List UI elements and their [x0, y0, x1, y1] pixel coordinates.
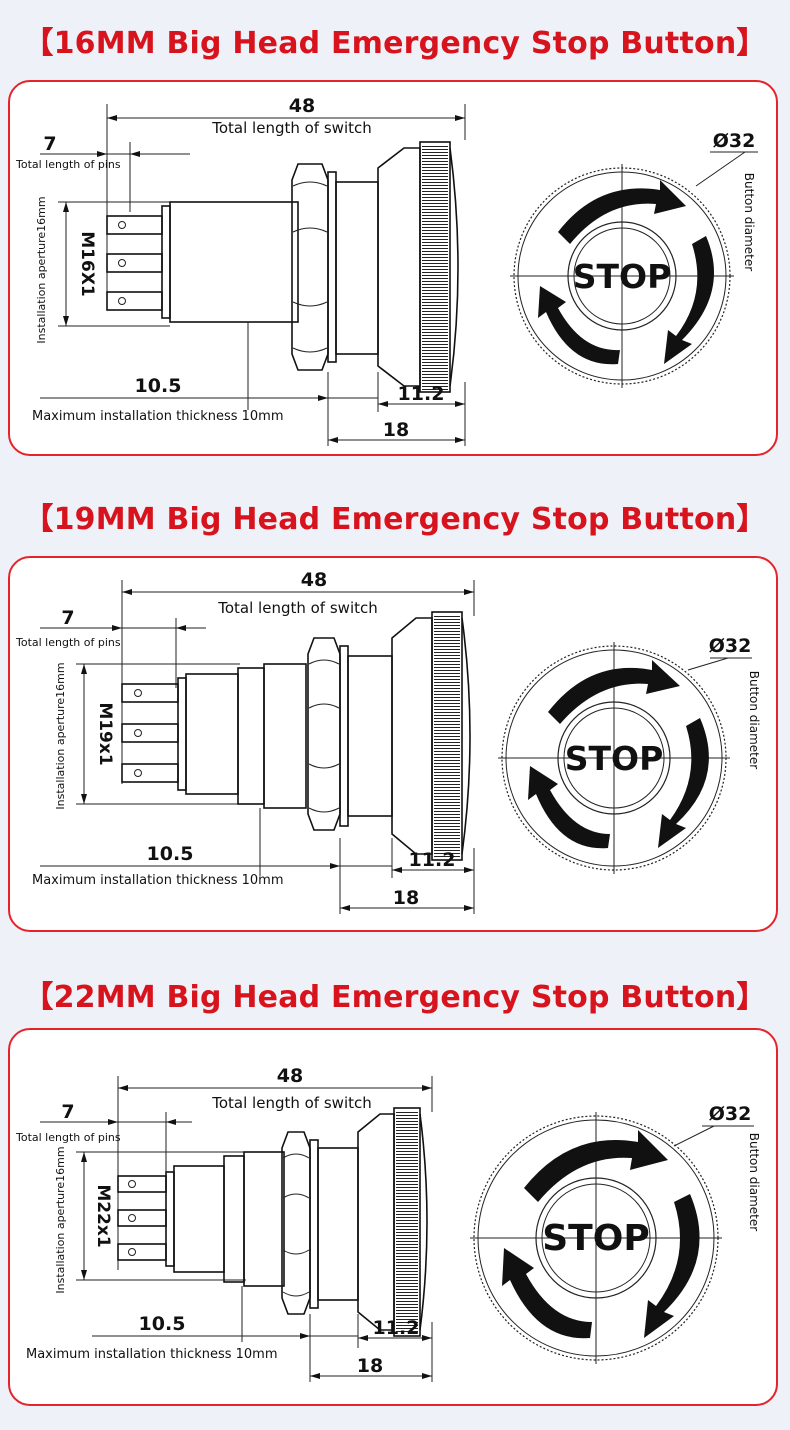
head-length-value: 11.2	[373, 1317, 420, 1339]
total-length-label: Total length of switch	[211, 119, 372, 137]
diameter-label: Button diameter	[747, 1133, 761, 1231]
thread-label: M16X1	[77, 231, 97, 297]
knurl-pattern	[422, 144, 448, 390]
aperture-label: Installation aperture16mm	[35, 196, 48, 343]
pins-length-value: 7	[61, 607, 74, 629]
total-length-value: 48	[277, 1065, 303, 1087]
head-length-value: 11.2	[398, 383, 445, 405]
body-length-value: 18	[357, 1355, 383, 1377]
pins-length-label: Total length of pins	[15, 158, 121, 171]
stop-text: STOP	[542, 1218, 649, 1259]
switch-drawing-16mm: 48 Total length of switch 7 Total length…	[15, 95, 758, 446]
pins-length-value: 7	[43, 133, 56, 155]
switch-drawing-19mm: 48 Total length of switch 7 Total length…	[15, 569, 761, 914]
diagram-panel-22mm: 48 Total length of switch 7 Total length…	[8, 1028, 778, 1406]
thread-label: M22x1	[93, 1184, 113, 1247]
body-length-value: 18	[383, 419, 409, 441]
diameter-value: Ø32	[709, 1103, 752, 1125]
diameter-label: Button diameter	[742, 173, 756, 271]
total-length-label: Total length of switch	[211, 1094, 372, 1112]
head-length-value: 11.2	[409, 849, 456, 871]
thickness-label: Maximum installation thickness 10mm	[32, 409, 284, 424]
aperture-label: Installation aperture16mm	[54, 1146, 67, 1293]
button-front-view: STOP	[510, 164, 734, 388]
thickness-label: Maximum installation thickness 10mm	[32, 873, 284, 888]
section-heading-19mm: 【19MM Big Head Emergency Stop Button】	[23, 502, 767, 537]
section-heading-16mm: 【16MM Big Head Emergency Stop Button】	[23, 26, 767, 61]
pins-length-label: Total length of pins	[15, 1131, 121, 1144]
diagram-panel-19mm: 48 Total length of switch 7 Total length…	[8, 556, 778, 932]
thickness-value: 10.5	[135, 375, 182, 397]
diameter-label: Button diameter	[747, 671, 761, 769]
stop-text: STOP	[573, 257, 672, 296]
button-front-view: STOP	[498, 642, 730, 874]
switch-drawing-22mm: 48 Total length of switch 7 Total length…	[15, 1065, 761, 1382]
thickness-value: 10.5	[147, 843, 194, 865]
body-length-value: 18	[393, 887, 419, 909]
thickness-label: Maximum installation thickness 10mm	[26, 1347, 278, 1362]
total-length-value: 48	[289, 95, 315, 117]
button-front-view: STOP	[470, 1112, 722, 1364]
total-length-value: 48	[301, 569, 327, 591]
pins-length-value: 7	[61, 1101, 74, 1123]
diagram-panel-16mm: 48 Total length of switch 7 Total length…	[8, 80, 778, 456]
thickness-value: 10.5	[139, 1313, 186, 1335]
total-length-label: Total length of switch	[217, 599, 378, 617]
thread-label: M19x1	[95, 702, 115, 765]
section-heading-22mm: 【22MM Big Head Emergency Stop Button】	[23, 980, 767, 1015]
diameter-value: Ø32	[713, 130, 756, 152]
aperture-label: Installation aperture16mm	[54, 662, 67, 809]
pins-length-label: Total length of pins	[15, 636, 121, 649]
diameter-value: Ø32	[709, 635, 752, 657]
stop-text: STOP	[565, 739, 664, 778]
